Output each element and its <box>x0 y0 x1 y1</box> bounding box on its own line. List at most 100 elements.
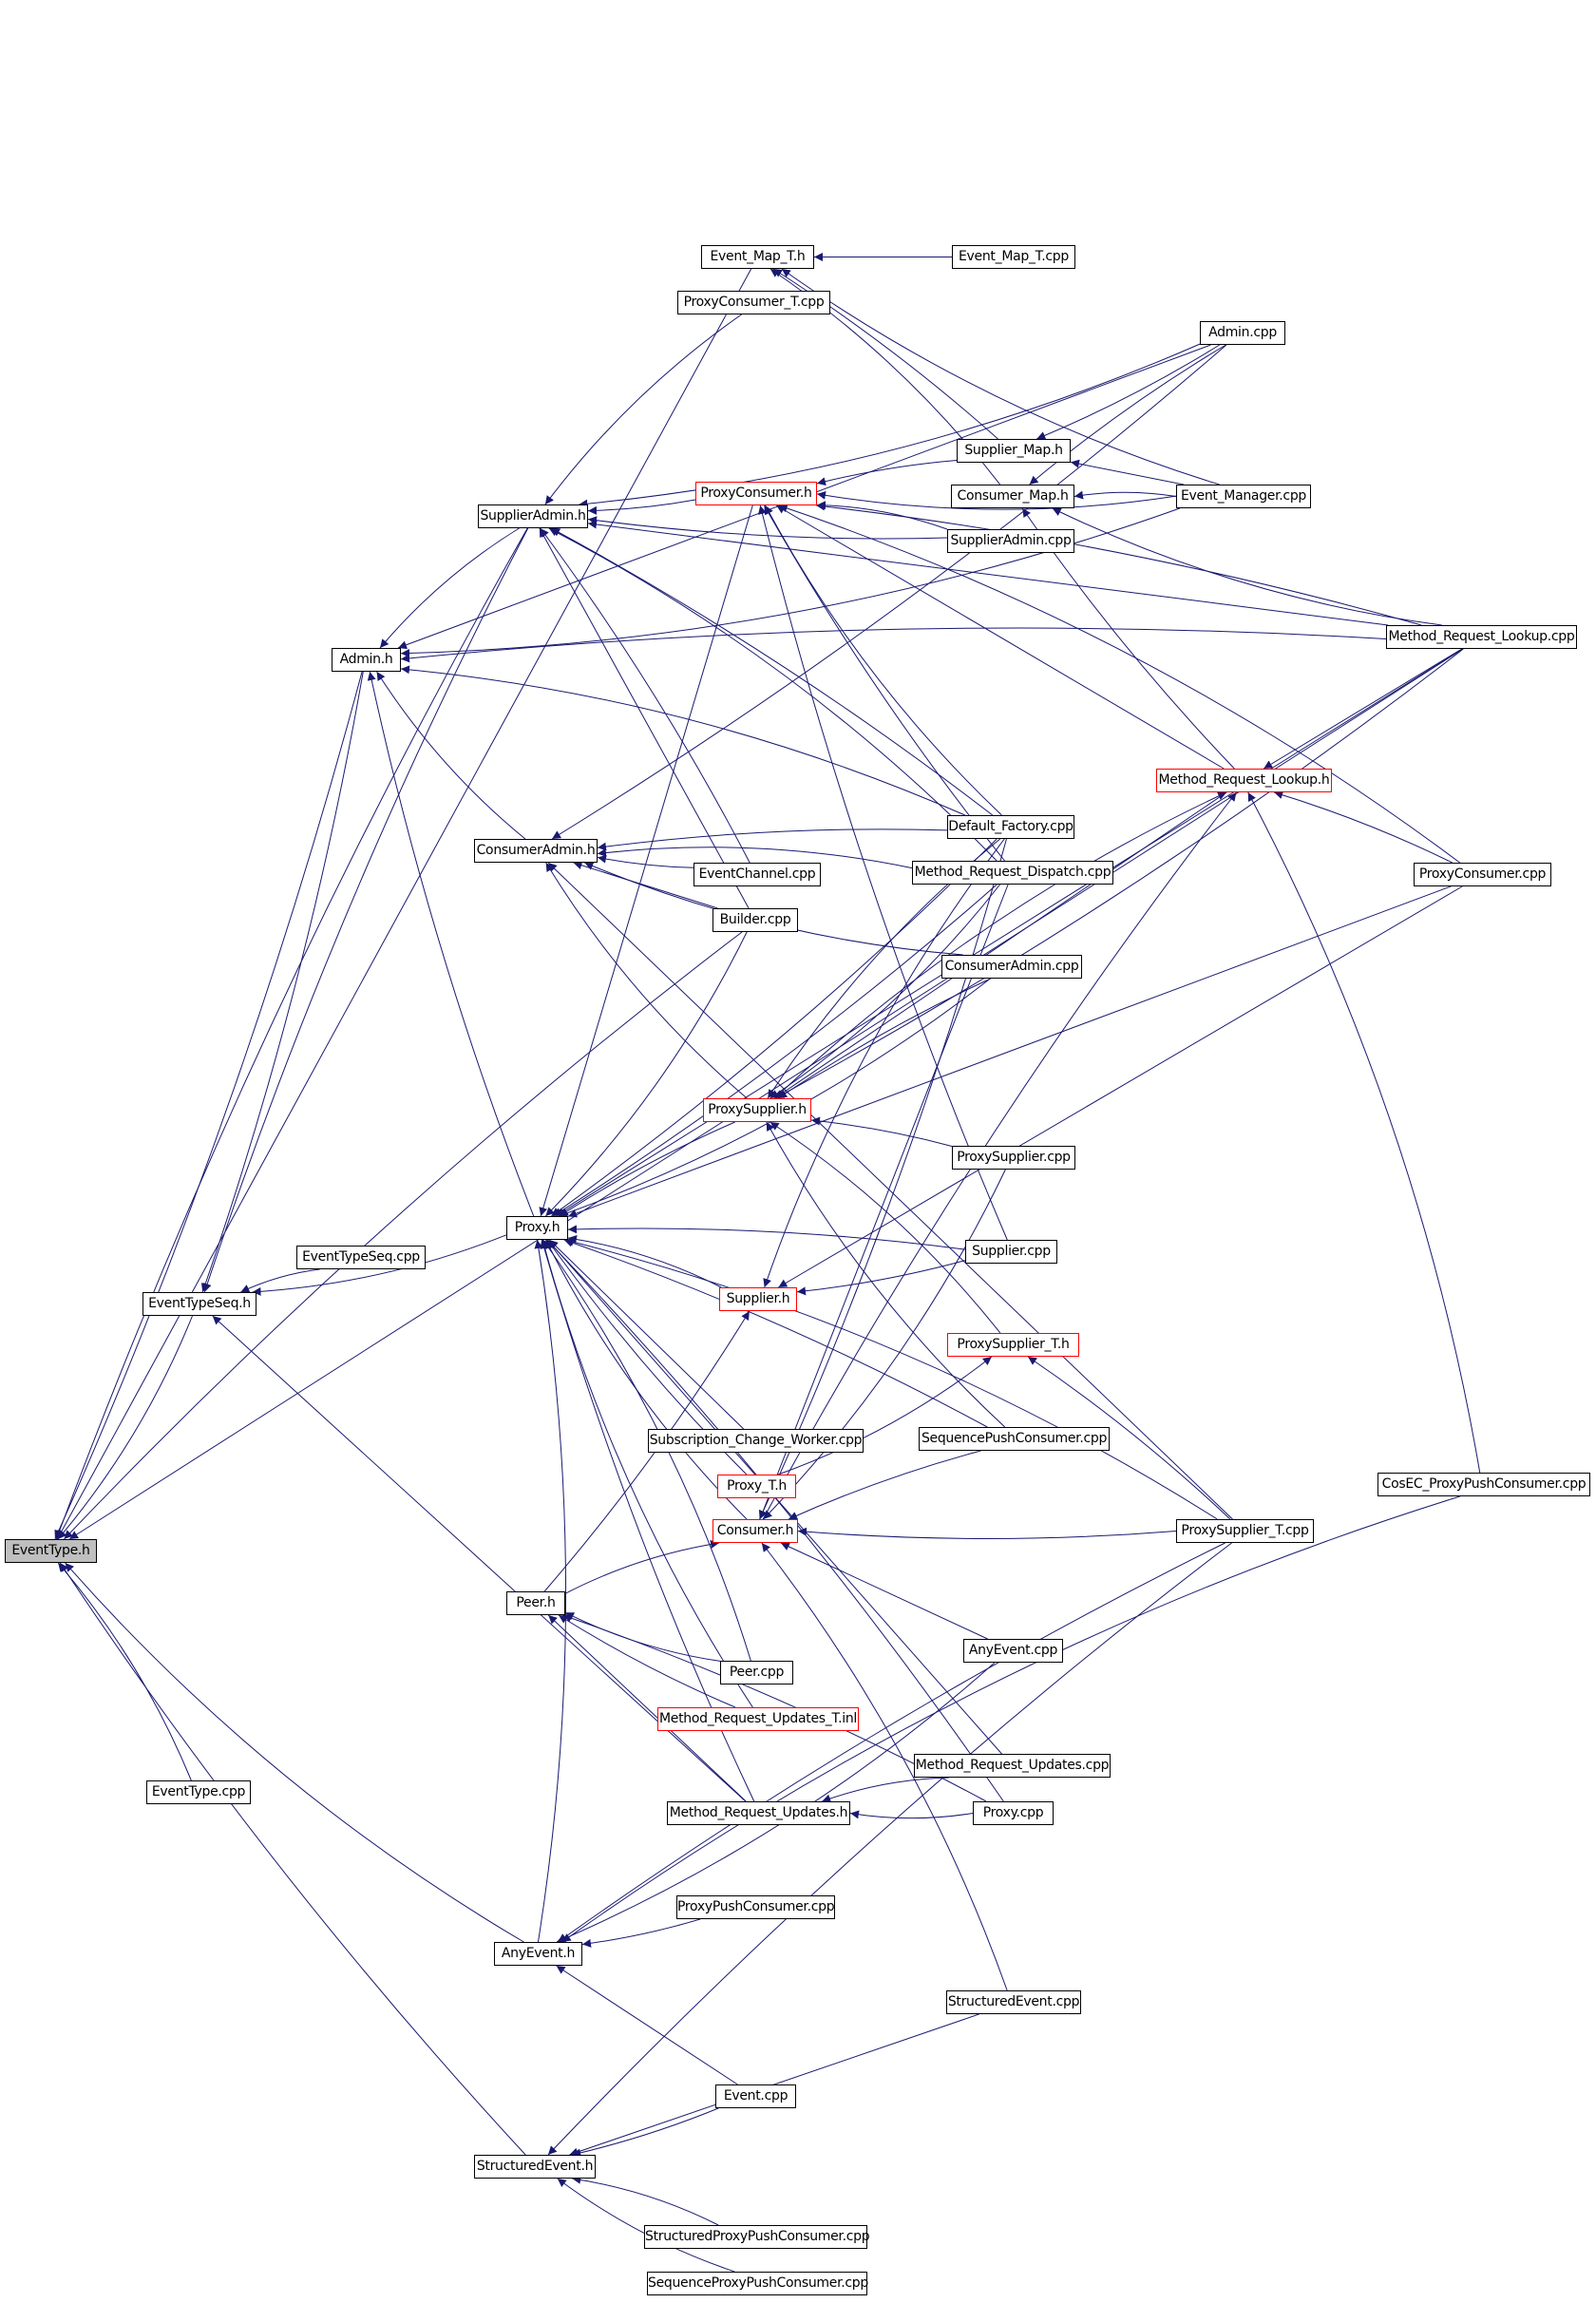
edge-proxysupplier-t-cpp-to-consumer-h <box>797 1527 1177 1539</box>
edge-builder-cpp-to-eventtype-h <box>64 931 743 1540</box>
graph-node-consumer-map-h[interactable]: Consumer_Map.h <box>951 485 1074 508</box>
edge-proxyconsumer-h-to-supplieradmin-h <box>587 499 696 515</box>
graph-node-anyevent-h[interactable]: AnyEvent.h <box>494 1942 582 1966</box>
edge-mrd-cpp-to-consumeradmin-h <box>597 847 913 869</box>
graph-node-proxyconsumer-t-cpp[interactable]: ProxyConsumer_T.cpp <box>677 291 830 314</box>
edge-supplier-cpp-to-supplier-h <box>796 1260 966 1296</box>
edge-proxy-t-h-to-proxysupplier-t-h <box>777 1356 993 1475</box>
edge-admin-cpp-to-consumeradmin-h <box>551 344 1227 840</box>
graph-node-peer-cpp[interactable]: Peer.cpp <box>720 1661 793 1684</box>
edge-anyevent-cpp-to-consumer-h <box>780 1542 988 1640</box>
graph-node-consumer-h[interactable]: Consumer.h <box>712 1519 798 1543</box>
edge-supplier-map-h-to-proxyconsumer-h <box>816 459 958 486</box>
graph-node-structuredevent-h[interactable]: StructuredEvent.h <box>474 2155 596 2179</box>
edge-cosec-cpp-to-mrl-h <box>1247 791 1481 1474</box>
graph-node-admin-h[interactable]: Admin.h <box>332 648 401 672</box>
graph-node-supplier-cpp[interactable]: Supplier.cpp <box>965 1240 1057 1264</box>
graph-node-proxysupplier-t-cpp[interactable]: ProxySupplier_T.cpp <box>1176 1519 1314 1543</box>
edge-supplier-map-h-to-event-map-t-h <box>772 268 998 440</box>
edge-proxysupplier-h-to-mrl-h <box>774 791 1227 1099</box>
graph-node-proxysupplier-t-h[interactable]: ProxySupplier_T.h <box>947 1333 1079 1357</box>
edge-sequencepushconsumer-cpp-to-consumer-h <box>788 1450 981 1520</box>
graph-node-mru-h[interactable]: Method_Request_Updates.h <box>667 1801 850 1825</box>
edge-proxysupplier-cpp-to-consumer-h <box>763 1169 1006 1520</box>
graph-node-eventtype-cpp[interactable]: EventType.cpp <box>146 1780 251 1804</box>
graph-node-sppc-cpp[interactable]: StructuredProxyPushConsumer.cpp <box>644 2225 870 2249</box>
edge-proxysupplier-t-cpp-to-anyevent-h <box>558 1542 1226 1943</box>
graph-node-mru-t-inl[interactable]: Method_Request_Updates_T.inl <box>657 1707 859 1731</box>
edge-proxysupplier-t-cpp-to-consumeradmin-h <box>547 862 1233 1520</box>
edge-proxysupplier-cpp-to-proxysupplier-h <box>810 1116 953 1147</box>
edge-proxy-h-to-eventtypeseq-h <box>252 1234 507 1296</box>
edge-mrd-cpp-to-proxysupplier-h <box>770 884 1000 1099</box>
edge-seqppc-cpp-to-structuredevent-h <box>557 2178 735 2273</box>
graph-node-mrl-cpp[interactable]: Method_Request_Lookup.cpp <box>1386 625 1577 649</box>
graph-node-cosec-cpp[interactable]: CosEC_ProxyPushConsumer.cpp <box>1378 1473 1590 1496</box>
edge-default-factory-cpp-to-consumeradmin-h <box>597 828 948 851</box>
edge-mru-t-inl-to-peer-h <box>558 1614 736 1708</box>
graph-node-proxy-t-h[interactable]: Proxy_T.h <box>717 1475 796 1498</box>
edge-event-manager-cpp-to-proxyconsumer-h <box>816 490 1177 510</box>
edge-layer <box>54 253 1481 2273</box>
graph-node-supplieradmin-h[interactable]: SupplierAdmin.h <box>478 504 588 528</box>
graph-node-seqppc-cpp[interactable]: SequenceProxyPushConsumer.cpp <box>647 2272 868 2295</box>
edge-proxysupplier-t-cpp-to-proxy-h <box>564 1237 1218 1520</box>
edge-proxyconsumer-cpp-to-proxyconsumer-h <box>778 504 1460 864</box>
graph-node-builder-cpp[interactable]: Builder.cpp <box>712 908 798 932</box>
graph-node-proxy-h[interactable]: Proxy.h <box>506 1216 568 1240</box>
edge-admin-cpp-to-consumer-map-h <box>1029 344 1226 485</box>
edge-proxysupplier-t-cpp-to-structuredevent-h <box>547 1542 1232 2156</box>
graph-node-proxypushconsumer-cpp[interactable]: ProxyPushConsumer.cpp <box>676 1895 835 1919</box>
edge-event-cpp-to-anyevent-h <box>556 1965 738 2085</box>
graph-node-supplier-h[interactable]: Supplier.h <box>719 1287 797 1311</box>
graph-node-proxy-cpp[interactable]: Proxy.cpp <box>973 1801 1054 1825</box>
graph-node-proxysupplier-h[interactable]: ProxySupplier.h <box>703 1098 811 1122</box>
graph-node-eventtypeseq-h[interactable]: EventTypeSeq.h <box>142 1292 256 1316</box>
graph-node-scw-cpp[interactable]: Subscription_Change_Worker.cpp <box>648 1429 864 1453</box>
edge-mrl-h-to-proxysupplier-h <box>774 791 1227 1099</box>
graph-node-proxysupplier-cpp[interactable]: ProxySupplier.cpp <box>952 1146 1075 1170</box>
graph-node-consumeradmin-h[interactable]: ConsumerAdmin.h <box>474 839 598 863</box>
edge-default-factory-cpp-to-consumer-h <box>759 838 1007 1520</box>
graph-node-event-map-t-cpp[interactable]: Event_Map_T.cpp <box>952 245 1075 269</box>
graph-node-mrd-cpp[interactable]: Method_Request_Dispatch.cpp <box>912 861 1113 885</box>
edge-event-manager-cpp-to-supplier-map-h <box>1070 459 1185 485</box>
edge-default-factory-cpp-to-supplier-h <box>763 838 1005 1288</box>
edge-mru-cpp-to-mru-h <box>822 1777 949 1803</box>
graph-node-supplier-map-h[interactable]: Supplier_Map.h <box>957 439 1071 463</box>
edge-admin-h-to-eventtypeseq-h <box>200 671 364 1293</box>
graph-node-sequencepushconsumer-cpp[interactable]: SequencePushConsumer.cpp <box>919 1427 1110 1451</box>
edge-admin-cpp-to-supplier-map-h <box>1036 344 1220 440</box>
edge-supplieradmin-cpp-to-proxyconsumer-h <box>816 501 948 530</box>
graph-node-event-manager-cpp[interactable]: Event_Manager.cpp <box>1176 485 1311 508</box>
edge-mrl-cpp-to-proxyconsumer-h <box>816 502 1422 626</box>
graph-node-admin-cpp[interactable]: Admin.cpp <box>1200 321 1285 345</box>
edge-proxysupplier-h-to-proxy-h <box>559 1121 735 1217</box>
graph-node-consumeradmin-cpp[interactable]: ConsumerAdmin.cpp <box>941 955 1082 979</box>
edge-proxyconsumer-t-cpp-to-supplieradmin-h <box>544 314 742 505</box>
graph-node-proxyconsumer-h[interactable]: ProxyConsumer.h <box>695 482 817 505</box>
edge-eventchannel-cpp-to-supplieradmin-h <box>540 527 750 864</box>
edge-cosec-cpp-to-anyevent-h <box>561 1495 1460 1943</box>
graph-node-supplieradmin-cpp[interactable]: SupplierAdmin.cpp <box>947 529 1074 553</box>
graph-node-eventtype-h[interactable]: EventType.h <box>5 1539 97 1563</box>
graph-node-mrl-h[interactable]: Method_Request_Lookup.h <box>1156 769 1332 792</box>
graph-node-eventchannel-cpp[interactable]: EventChannel.cpp <box>694 863 821 886</box>
edge-proxysupplier-t-cpp-to-proxysupplier-t-h <box>1027 1356 1231 1520</box>
graph-node-anyevent-cpp[interactable]: AnyEvent.cpp <box>963 1639 1063 1663</box>
graph-node-proxyconsumer-cpp[interactable]: ProxyConsumer.cpp <box>1414 863 1551 886</box>
graph-node-event-cpp[interactable]: Event.cpp <box>715 2084 796 2108</box>
edge-supplier-h-to-proxy-h <box>567 1234 722 1288</box>
graph-node-default-factory-cpp[interactable]: Default_Factory.cpp <box>947 815 1074 839</box>
graph-node-eventtypeseq-cpp[interactable]: EventTypeSeq.cpp <box>296 1246 426 1269</box>
edge-supplieradmin-h-to-eventtypeseq-h <box>202 527 529 1293</box>
edge-mrl-cpp-to-mrl-h <box>1263 648 1463 770</box>
graph-node-mru-cpp[interactable]: Method_Request_Updates.cpp <box>914 1754 1111 1778</box>
edge-proxysupplier-t-h-to-proxysupplier-h <box>770 1121 1001 1334</box>
graph-node-structuredevent-cpp[interactable]: StructuredEvent.cpp <box>946 1990 1081 2014</box>
graph-node-event-map-t-h[interactable]: Event_Map_T.h <box>701 245 814 269</box>
edge-proxysupplier-h-to-consumeradmin-h <box>545 862 748 1099</box>
edge-peer-h-to-supplier-h <box>543 1310 750 1592</box>
graph-node-peer-h[interactable]: Peer.h <box>506 1591 565 1615</box>
